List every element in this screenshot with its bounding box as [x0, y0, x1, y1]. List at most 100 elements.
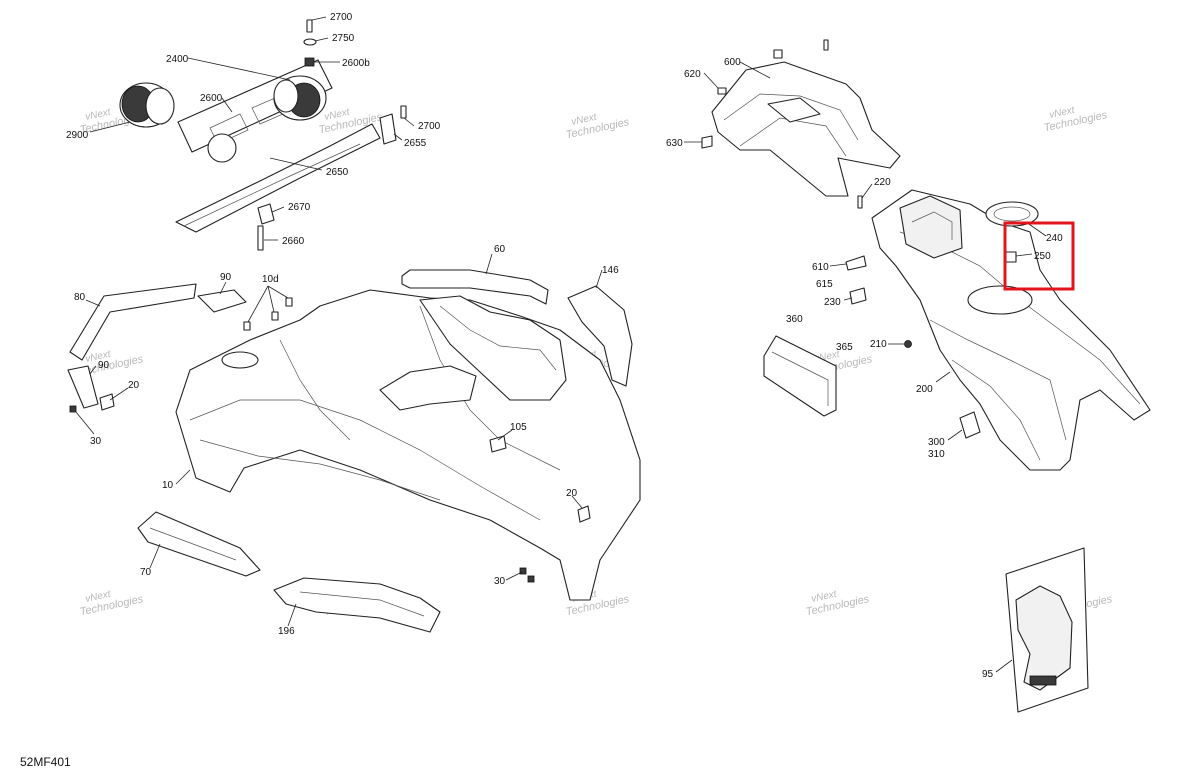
part-30-screw[interactable]	[527, 575, 535, 583]
callout-200[interactable]: 200	[916, 384, 933, 395]
callout-90[interactable]: 90	[220, 272, 232, 283]
callout-240[interactable]: 240	[1046, 233, 1063, 244]
part-2900-speaker[interactable]	[119, 82, 175, 128]
leader-line	[247, 285, 269, 323]
callout-610[interactable]: 610	[812, 262, 829, 273]
part-2700-screw[interactable]	[400, 105, 407, 119]
callout-2900[interactable]: 2900	[66, 130, 89, 141]
leader-line	[221, 97, 233, 113]
speaker-cone	[145, 87, 175, 125]
callout-2655[interactable]: 2655	[404, 138, 427, 149]
part-10d-fastener[interactable]	[243, 321, 251, 331]
callout-2600[interactable]: 2600	[200, 93, 223, 104]
callout-2670[interactable]: 2670	[288, 202, 311, 213]
part-2400-speaker[interactable]	[273, 75, 327, 121]
callout-2700[interactable]: 2700	[330, 12, 353, 23]
part-60[interactable]	[401, 269, 549, 305]
leader-line	[595, 269, 603, 289]
callout-95[interactable]: 95	[982, 669, 994, 680]
part-210-nut[interactable]	[904, 340, 912, 348]
glove-box-fastener[interactable]	[773, 49, 783, 59]
storage-hatch[interactable]	[899, 195, 963, 259]
part-10d-fastener[interactable]	[285, 297, 293, 307]
part-90-lower[interactable]	[67, 365, 99, 409]
callout-10d[interactable]: 10d	[262, 274, 279, 285]
leader-line	[571, 495, 583, 509]
body-contour	[951, 359, 1041, 461]
part-610-bracket[interactable]	[845, 255, 867, 271]
part-80[interactable]	[69, 283, 197, 361]
part-70[interactable]	[137, 511, 261, 577]
part-600[interactable]	[711, 61, 901, 197]
leader-line	[314, 37, 329, 42]
svg-text:vNext: vNext	[570, 112, 598, 128]
callout-60[interactable]: 60	[494, 244, 506, 255]
callout-10[interactable]: 10	[162, 480, 174, 491]
part-20-clip[interactable]	[99, 393, 115, 411]
part-30-screw[interactable]	[519, 567, 527, 575]
leader-line	[267, 285, 289, 299]
callout-250[interactable]: 250	[1034, 251, 1051, 262]
callout-30-right[interactable]: 30	[494, 576, 506, 587]
callout-2600b[interactable]: 2600b	[342, 58, 370, 69]
callout-220[interactable]: 220	[874, 177, 891, 188]
fuel-cap-inner	[993, 206, 1031, 222]
callout-2650[interactable]: 2650	[326, 167, 349, 178]
glove-box-fastener[interactable]	[823, 39, 829, 51]
leader-line	[175, 469, 191, 485]
panel-contour	[771, 351, 829, 406]
part-360[interactable]	[763, 335, 837, 417]
part-90[interactable]	[197, 289, 247, 313]
part-30-screw[interactable]	[69, 405, 77, 413]
callout-600[interactable]: 600	[724, 57, 741, 68]
leader-line	[947, 429, 963, 441]
callout-20-right[interactable]: 20	[566, 488, 578, 499]
callout-20[interactable]: 20	[128, 380, 140, 391]
callout-210[interactable]: 210	[870, 339, 887, 350]
callout-615[interactable]: 615	[816, 279, 833, 290]
callout-80[interactable]: 80	[74, 292, 86, 303]
part-146[interactable]	[567, 285, 633, 387]
callout-300[interactable]: 300	[928, 437, 945, 448]
part-20-clip[interactable]	[577, 505, 591, 523]
callout-310[interactable]: 310	[928, 449, 945, 460]
part-240-fuel-cap-ring[interactable]	[985, 201, 1039, 227]
part-2655[interactable]	[379, 113, 397, 145]
callout-30[interactable]: 30	[90, 436, 102, 447]
callout-360[interactable]: 360	[786, 314, 803, 325]
callout-630[interactable]: 630	[666, 138, 683, 149]
part-300-grommet[interactable]	[959, 411, 981, 439]
part-2660-bolt[interactable]	[257, 225, 264, 251]
speaker-bracket-assembly	[119, 19, 407, 251]
part-230-clip[interactable]	[849, 287, 867, 305]
part-200[interactable]	[871, 189, 1151, 471]
callout-2750[interactable]: 2750	[332, 33, 355, 44]
callout-2400[interactable]: 2400	[166, 54, 189, 65]
callout-2700[interactable]: 2700	[418, 121, 441, 132]
part-105-clip[interactable]	[489, 435, 507, 453]
part-196[interactable]	[273, 577, 441, 633]
callout-146[interactable]: 146	[602, 265, 619, 276]
part-2600b-nut[interactable]	[304, 57, 315, 67]
part-620-screw[interactable]	[717, 87, 727, 95]
glove-box-assembly	[701, 39, 901, 197]
part-630-clip[interactable]	[701, 135, 713, 149]
part-220-screw[interactable]	[857, 195, 863, 209]
part-2670-clip[interactable]	[257, 203, 275, 225]
part-2750-washer[interactable]	[303, 38, 317, 46]
callout-90-lower[interactable]: 90	[98, 360, 110, 371]
leader-line	[995, 659, 1013, 673]
air-vent	[221, 351, 259, 369]
part-10d-fastener[interactable]	[271, 311, 279, 321]
callout-105[interactable]: 105	[510, 422, 527, 433]
callout-365[interactable]: 365	[836, 342, 853, 353]
callout-196[interactable]: 196	[278, 626, 295, 637]
part-2700-screw[interactable]	[306, 19, 313, 33]
callout-230[interactable]: 230	[824, 297, 841, 308]
part-250-gasket[interactable]	[1005, 251, 1017, 263]
callout-70[interactable]: 70	[140, 567, 152, 578]
decal-sheet-95[interactable]	[1005, 547, 1089, 713]
callout-620[interactable]: 620	[684, 69, 701, 80]
part-2650[interactable]	[175, 123, 381, 233]
callout-2660[interactable]: 2660	[282, 236, 305, 247]
